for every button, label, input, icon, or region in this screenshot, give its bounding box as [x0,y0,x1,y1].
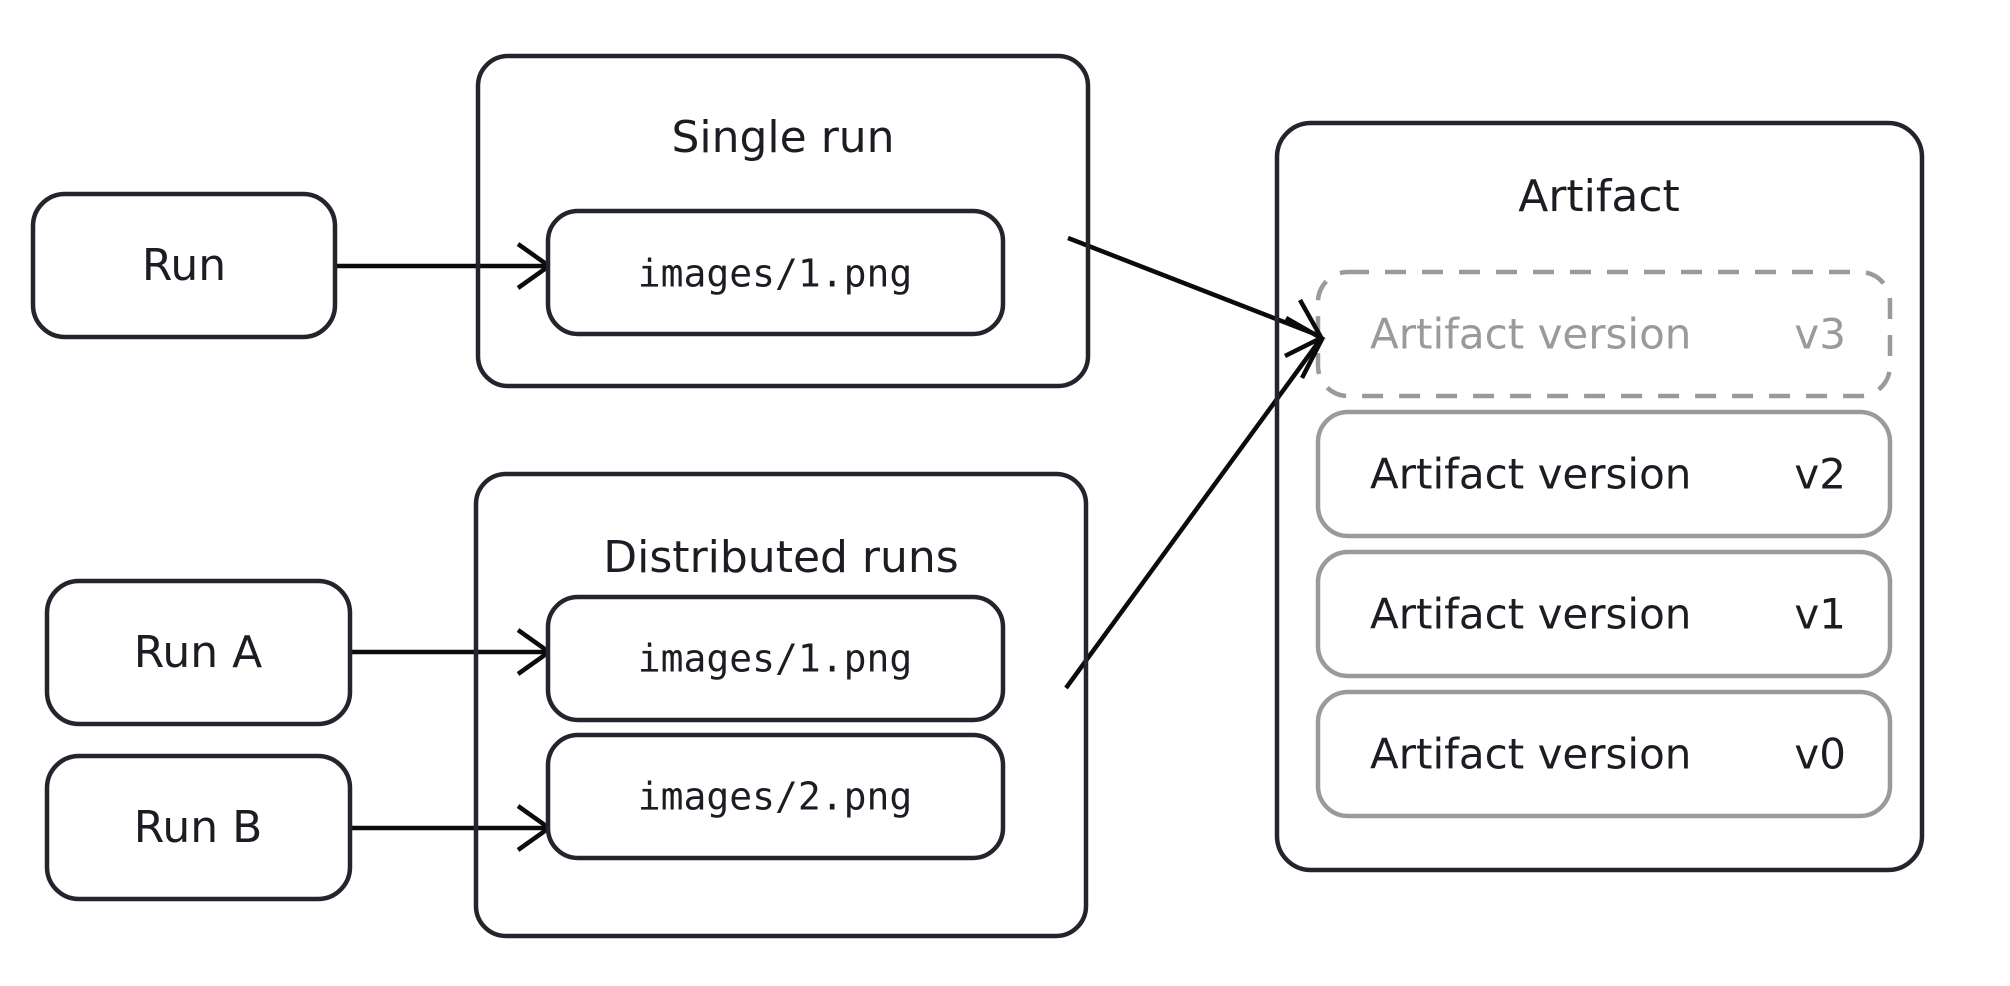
artifact-version-label-v0: Artifact version [1370,730,1691,779]
group-distributed-runs: Distributed runs images/1.png images/2.p… [473,471,1089,939]
artifact-version-row-v1[interactable]: Artifact version v1 [1315,549,1893,679]
run-node-box[interactable] [30,191,338,340]
run-node-label: Run [142,240,226,291]
run-b-node-box[interactable] [44,753,353,902]
artifact-version-tag-v1: v1 [1794,590,1846,639]
node-run-a[interactable]: Run A [44,578,353,727]
artifact-version-label-v1: Artifact version [1370,590,1691,639]
group-artifact: Artifact Artifact version v3 Artifact ve… [1274,120,1925,873]
artifact-version-tag-v2: v2 [1794,450,1846,499]
artifact-v3-arrowheads [1283,298,1326,380]
artifact-version-row-v3[interactable]: Artifact version v3 [1315,269,1893,399]
artifact-version-box-v1[interactable] [1315,549,1893,679]
artifact-version-label-v2: Artifact version [1370,450,1691,499]
edge-run-a-to-file-1 [350,628,553,676]
edge-distributed-runs-to-artifact-v3 [1064,338,1322,690]
edge-run-to-single-file [335,242,553,290]
artifact-version-tag-v0: v0 [1794,730,1846,779]
run-b-node-label: Run B [134,802,263,853]
distributed-file-box-1[interactable] [545,594,1006,723]
distributed-file-box-2[interactable] [545,732,1006,861]
group-single-run: Single run images/1.png [475,53,1091,389]
single-run-group-box [475,53,1091,389]
artifact-version-row-v0[interactable]: Artifact version v0 [1315,689,1893,819]
artifact-group-box [1274,120,1925,873]
single-run-file-box[interactable] [545,208,1006,337]
distributed-file-label-2: images/2.png [638,775,913,819]
artifact-title: Artifact [1518,171,1680,222]
distributed-runs-title: Distributed runs [603,532,958,583]
distributed-file-label-1: images/1.png [638,637,913,681]
distributed-runs-group-box [473,471,1089,939]
node-run[interactable]: Run [30,191,338,340]
run-a-node-box[interactable] [44,578,353,727]
artifact-version-tag-v3: v3 [1794,310,1846,359]
artifact-version-box-v2[interactable] [1315,409,1893,539]
edge-single-run-to-artifact-v3 [1067,235,1321,339]
artifact-version-row-v2[interactable]: Artifact version v2 [1315,409,1893,539]
run-a-node-label: Run A [134,627,262,678]
node-run-b[interactable]: Run B [44,753,353,902]
artifact-version-box-v0[interactable] [1315,689,1893,819]
single-run-file-label: images/1.png [638,252,913,296]
edge-run-b-to-file-2 [350,804,553,852]
artifact-version-label-v3: Artifact version [1370,310,1691,359]
single-run-title: Single run [671,112,894,163]
